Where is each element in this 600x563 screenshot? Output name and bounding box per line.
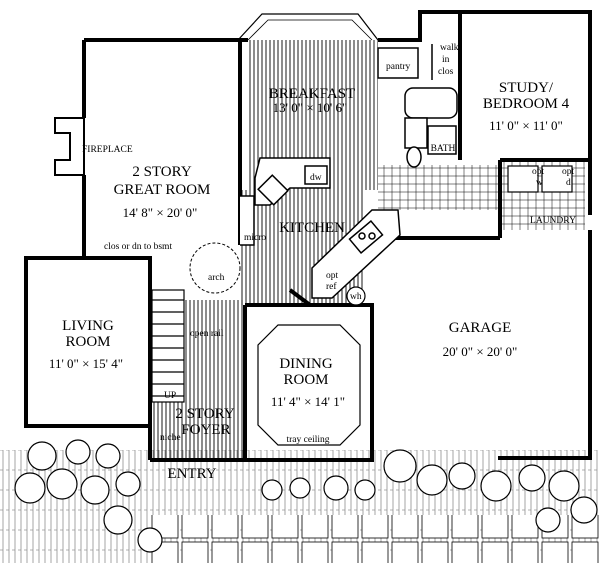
walk-in-label-3: clos [438,67,454,77]
floor-textures [0,40,600,563]
tray-ceiling-note: tray ceiling [287,435,330,445]
wh-label: wh [350,292,362,302]
opt-ref-label-1: opt [326,271,339,281]
fireplace-unit [54,117,85,176]
breakfast-dims: 13' 0" × 10' 6" [273,100,348,115]
water-heater [346,286,366,306]
breakfast-name: BREAKFAST [269,86,355,102]
study-dims: 11' 0" × 11' 0" [489,118,563,133]
front-pavers [150,515,600,563]
bay-window [237,13,379,41]
study-name-1: STUDY/ [499,80,554,96]
annotations: FIREPLACE pantry walk in clos dw micro o… [82,43,575,443]
kitchen-counters [240,44,433,299]
living-room-name-2: ROOM [65,334,110,350]
pantry-label: pantry [386,62,411,72]
arch-label: arch [208,273,225,283]
great-room-dims: 14' 8" × 20' 0" [123,205,198,220]
fireplace-label: FIREPLACE [82,145,133,155]
hall-floor [378,165,498,210]
clos-bsmt-label: clos or dn to bsmt [104,242,172,252]
kitchen-name: KITCHEN [279,220,345,236]
stairs [151,289,185,403]
opt-w-label-2: w [536,178,543,188]
entry-name: ENTRY [167,466,216,482]
walk-in-label-2: in [442,55,450,65]
walk-in-label-1: walk [440,43,459,53]
walls [24,10,592,462]
opt-d-label-1: opt [562,167,575,177]
up-label: UP [164,391,176,401]
niche-label: niche [160,433,181,443]
laundry-name: LAUNDRY [530,216,576,226]
foyer-name-1: 2 STORY [175,406,234,422]
laundry-machines [507,165,573,193]
opt-ref-label-2: ref [326,281,337,292]
garage-name: GARAGE [449,320,512,336]
great-room-name-2: GREAT ROOM [114,182,211,198]
opt-d-label-2: d [566,178,571,188]
living-room-dims: 11' 0" × 15' 4" [49,356,123,371]
dining-room-name-1: DINING [279,356,332,372]
tray-ceiling-outline [257,324,361,446]
dw-label: dw [310,173,322,183]
dining-room-dims: 11' 4" × 14' 1" [271,394,345,409]
bath-fixtures [404,87,458,168]
foyer-name-2: FOYER [181,422,230,438]
opt-w-label-1: opt [532,167,545,177]
great-room-name-1: 2 STORY [132,164,191,180]
study-name-2: BEDROOM 4 [483,96,570,112]
arch-circle [189,242,241,294]
micro-label: micro [244,233,266,243]
living-room-name-1: LIVING [62,318,114,334]
open-rail-label: open rail [190,329,224,339]
dining-room-name-2: ROOM [283,372,328,388]
room-labels: BREAKFAST 13' 0" × 10' 6" STUDY/ BEDROOM… [49,80,576,482]
bath-name: BATH [431,144,456,154]
shrubs [14,439,598,553]
garage-dims: 20' 0" × 20' 0" [443,344,518,359]
